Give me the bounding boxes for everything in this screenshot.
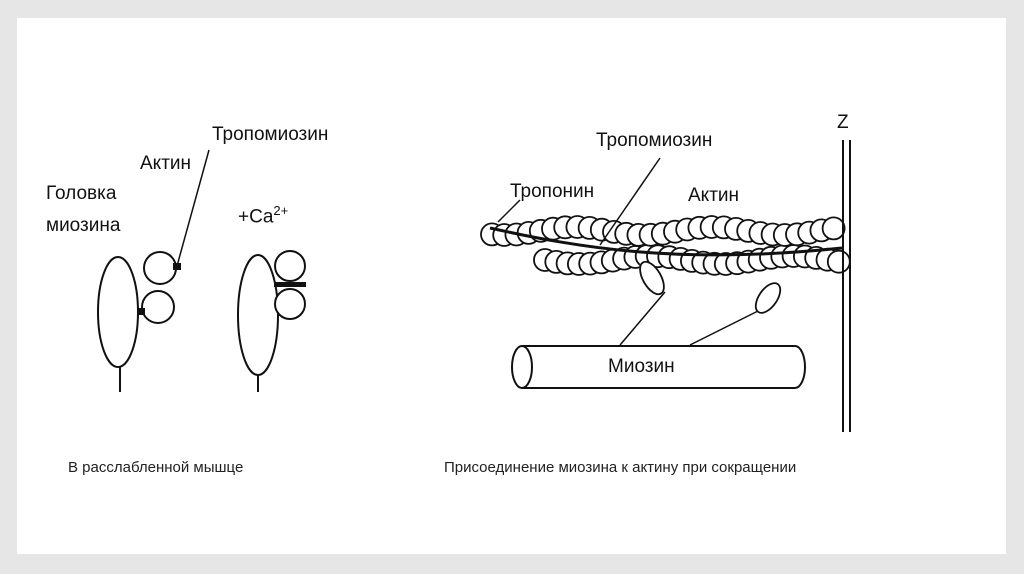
actin-monomer-bottom-left (141, 290, 175, 324)
actin-bottom-row (533, 244, 851, 276)
label-myosin: Миозин (608, 356, 675, 377)
myosin-head-neck-2 (689, 309, 761, 346)
actin-monomer (821, 216, 846, 241)
tropomyosin-strand (489, 226, 843, 257)
label-myosin-head-line2: миозина (46, 215, 121, 236)
label-actin-left: Актин (140, 153, 192, 174)
myosin-head-neck-1 (619, 291, 666, 346)
myosin-filament-end (511, 345, 533, 389)
actin-monomer-top-center (274, 250, 306, 282)
tropomyosin-pointer-left (176, 149, 210, 267)
myosin-filament (522, 345, 806, 389)
tropomyosin-bar-center (274, 282, 306, 287)
caption-relaxed-muscle: В расслабленной мышце (68, 459, 244, 476)
myosin-head-attached-2 (754, 282, 782, 314)
troponin-pointer (497, 199, 521, 223)
tropomyosin-dot-left (173, 263, 181, 270)
label-myosin-head-line1: Головка (46, 183, 117, 204)
label-troponin: Тропонин (510, 181, 595, 202)
actin-monomer-bottom-center (274, 288, 306, 320)
label-calcium-charge: 2+ (273, 203, 289, 218)
myosin-head-center (237, 254, 279, 376)
label-actin-right: Актин (688, 185, 740, 206)
caption-contraction: Присоединение миозина к актину при сокра… (444, 459, 797, 476)
label-tropomyosin-left: Тропомиозин (212, 124, 329, 145)
actin-top-row (480, 215, 846, 247)
slide-background (17, 18, 1006, 554)
actin-monomer (826, 249, 851, 274)
actin-monomer-top-left (143, 251, 177, 285)
binding-site-dot-left (137, 308, 145, 315)
label-z-line: Z (837, 112, 849, 133)
label-calcium-ion: +Ca (238, 206, 274, 228)
label-tropomyosin-right: Тропомиозин (596, 130, 713, 151)
label-calcium: +Ca2+ (238, 203, 288, 228)
myosin-head-left (97, 256, 139, 368)
tropomyosin-pointer-right (599, 157, 661, 246)
myosin-head-attached-1 (639, 260, 665, 296)
